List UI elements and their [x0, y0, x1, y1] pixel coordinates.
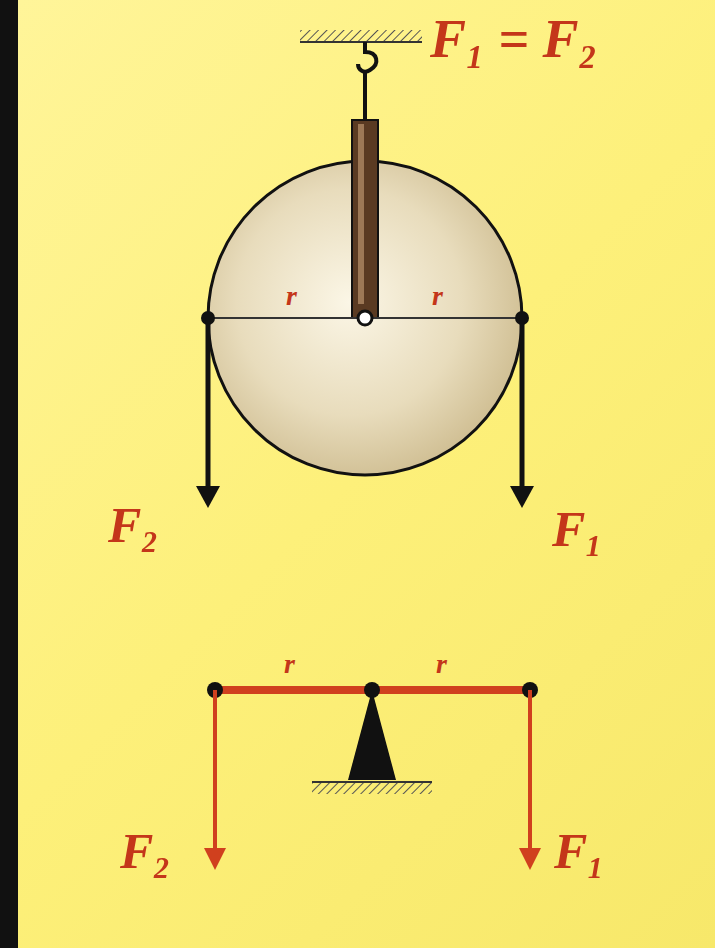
radius-label: r [436, 650, 447, 678]
force-label: F₂ [120, 826, 171, 876]
radius-label: r [286, 282, 297, 310]
radius-label: r [284, 650, 295, 678]
equation-label: F₁ = F₂ [430, 12, 597, 66]
force-label: F₂ [108, 500, 159, 550]
force-label: F₁ [554, 826, 605, 876]
force-label: F₁ [552, 504, 603, 554]
radius-label: r [432, 282, 443, 310]
